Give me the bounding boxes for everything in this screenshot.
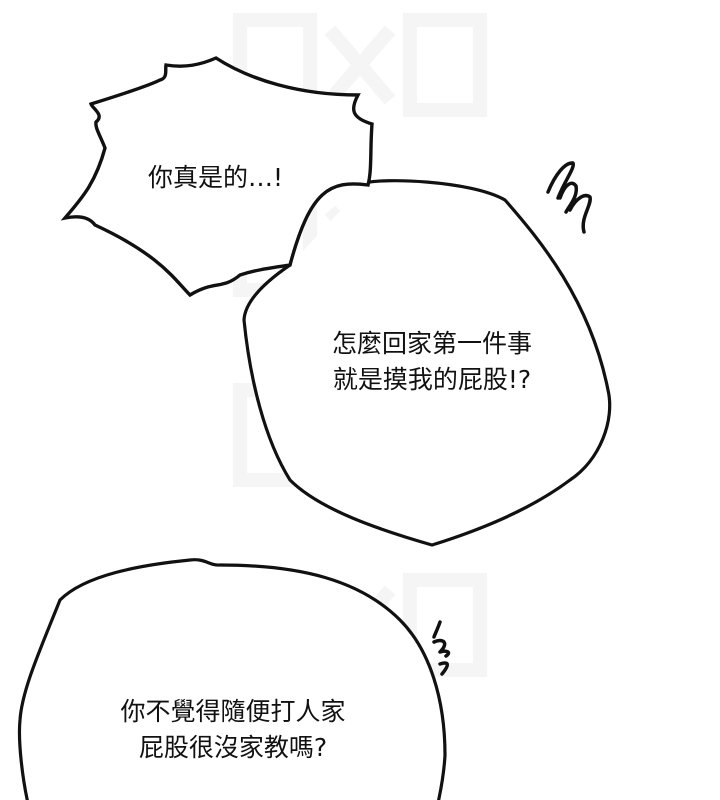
speech-bubble-bottom-outline (17, 558, 447, 800)
shout-line-1: 你真是的…! (148, 163, 284, 192)
speech-bubble-middle-outline (242, 179, 612, 547)
shout-bubble-text: 你真是的…! (148, 160, 283, 196)
middle-line-2: 就是摸我的屁股!? (332, 365, 532, 394)
shout-bubble-outline (60, 56, 374, 298)
bottom-line-2: 屁股很沒家教嗎? (138, 733, 328, 762)
middle-bubble-text: 怎麼回家第一件事 就是摸我的屁股!? (312, 326, 552, 398)
bottom-bubble-text: 你不覺得隨便打人家 屁股很沒家教嗎? (98, 694, 368, 766)
bottom-line-1: 你不覺得隨便打人家 (120, 697, 346, 726)
squiggle-anger-mark-upper (546, 161, 592, 234)
squiggle-anger-mark-lower (432, 620, 451, 676)
middle-line-1: 怎麼回家第一件事 (331, 329, 532, 358)
